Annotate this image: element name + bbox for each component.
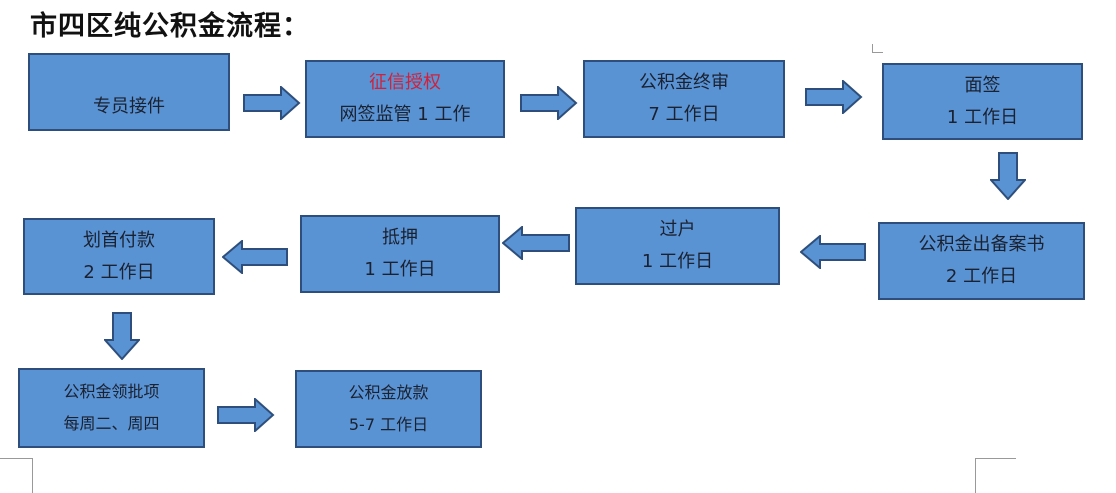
step-label: 划首付款 <box>83 229 155 251</box>
step-box-4: 面签 1 工作日 <box>882 63 1083 140</box>
step-box-6: 过户 1 工作日 <box>575 207 780 285</box>
step-box-3: 公积金终审 7 工作日 <box>583 60 785 138</box>
step-duration: 1 工作日 <box>364 259 436 280</box>
step-box-5: 公积金出备案书 2 工作日 <box>878 222 1085 300</box>
corner-mark <box>975 458 1016 493</box>
step-box-2: 征信授权 网签监管 1 工作 <box>305 60 505 138</box>
step-duration: 每周二、周四 <box>63 414 160 433</box>
step-duration: 1 工作日 <box>946 106 1019 128</box>
arrow-right-icon <box>805 80 863 114</box>
step-duration: 7 工作日 <box>648 104 720 125</box>
arrow-right-icon <box>520 86 578 120</box>
arrow-down-icon <box>990 152 1026 200</box>
arrow-left-icon <box>502 226 570 260</box>
corner-mark <box>872 44 883 53</box>
step-box-9: 公积金领批项 每周二、周四 <box>18 368 205 448</box>
step-box-7: 抵押 1 工作日 <box>300 215 500 293</box>
corner-mark <box>0 458 33 493</box>
step-duration: 2 工作日 <box>945 266 1018 287</box>
arrow-right-icon <box>217 398 275 432</box>
step-box-8: 划首付款 2 工作日 <box>23 218 215 295</box>
step-label: 过户 <box>659 219 696 240</box>
step-label: 面签 <box>964 74 1001 96</box>
step-label: 公积金终审 <box>639 72 729 93</box>
step-label-highlight: 征信授权 <box>369 72 441 93</box>
step-label: 抵押 <box>382 227 418 248</box>
arrow-right-icon <box>243 86 301 120</box>
step-box-1: 专员接件 <box>28 53 230 131</box>
step-duration: 网签监管 1 工作 <box>339 104 471 125</box>
step-duration: 1 工作日 <box>641 251 714 272</box>
step-duration: 2 工作日 <box>83 261 155 283</box>
arrow-down-icon <box>104 312 140 360</box>
arrow-left-icon <box>800 235 866 269</box>
step-label: 公积金出备案书 <box>918 234 1045 255</box>
step-label: 公积金放款 <box>348 383 429 402</box>
step-duration: 5-7 工作日 <box>348 415 429 434</box>
step-label: 公积金领批项 <box>63 382 160 401</box>
step-label: 专员接件 <box>93 96 165 117</box>
step-box-10: 公积金放款 5-7 工作日 <box>295 370 482 448</box>
arrow-left-icon <box>222 240 288 274</box>
page-title: 市四区纯公积金流程： <box>30 11 310 42</box>
